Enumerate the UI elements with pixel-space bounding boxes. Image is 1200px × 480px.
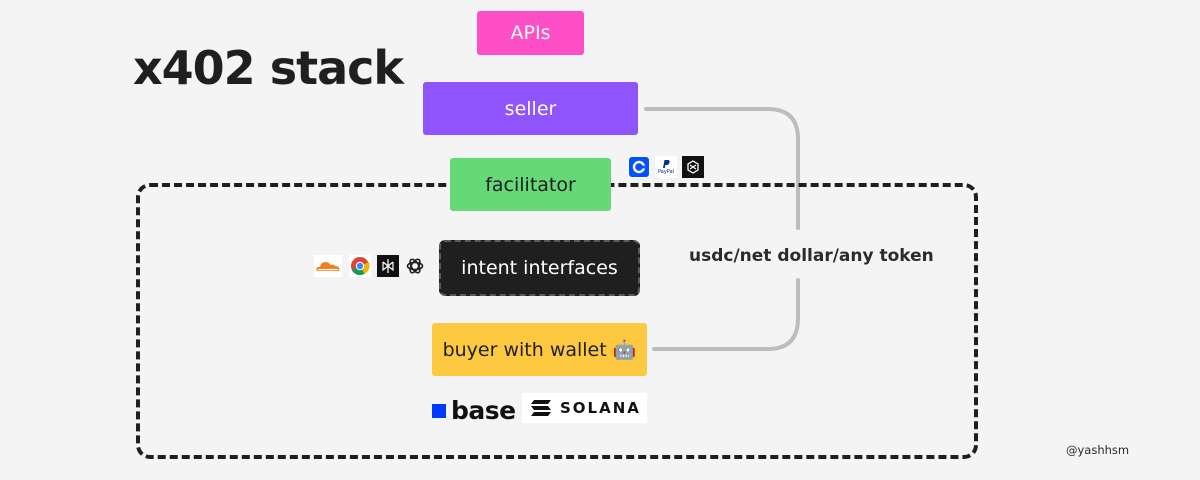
author-handle: @yashhsm bbox=[1066, 443, 1130, 457]
intent-interfaces-node: intent interfaces bbox=[439, 240, 640, 296]
facilitator-node: facilitator bbox=[450, 158, 611, 211]
perplexity-icon bbox=[377, 255, 399, 277]
base-square-icon bbox=[432, 403, 446, 418]
seller-node: seller bbox=[423, 82, 638, 135]
base-wordmark: base bbox=[451, 396, 516, 425]
coinbase-icon bbox=[628, 156, 650, 178]
cloudflare-icon bbox=[314, 255, 342, 277]
solana-wordmark: SOLANA bbox=[560, 399, 641, 417]
buyer-node: buyer with wallet 🤖 bbox=[432, 323, 647, 376]
connector-label: usdc/net dollar/any token bbox=[689, 246, 934, 266]
paypal-wordmark: PayPal bbox=[657, 169, 675, 175]
openai-hex-icon bbox=[682, 156, 704, 178]
paypal-icon: PayPal bbox=[655, 156, 677, 178]
openai-icon bbox=[404, 255, 426, 277]
chrome-icon bbox=[349, 255, 371, 277]
apis-node: APIs bbox=[477, 11, 584, 55]
solana-mark-icon bbox=[531, 400, 551, 416]
connector-upper-path bbox=[644, 107, 800, 230]
base-logo: base bbox=[432, 396, 516, 425]
connector-lower-path bbox=[652, 278, 800, 351]
solana-logo: SOLANA bbox=[522, 393, 647, 423]
diagram-title: x402 stack bbox=[133, 41, 404, 95]
